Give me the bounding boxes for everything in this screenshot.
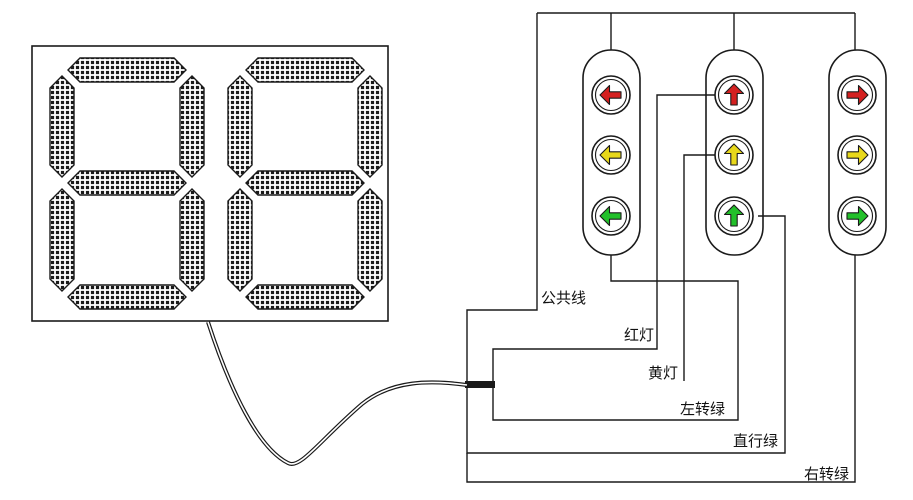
wire-red [492, 94, 715, 381]
arrow-left-icon [599, 84, 622, 106]
lamp-straight-green [714, 196, 754, 236]
segment-b [357, 75, 383, 178]
label-right-green: 右转绿 [804, 465, 850, 483]
signal-head-right [828, 49, 887, 256]
lamp-left-red [591, 75, 631, 115]
segment-b [179, 75, 205, 178]
signal-head-straight [705, 49, 764, 256]
arrow-right-icon [846, 144, 869, 166]
segment-f [227, 75, 253, 178]
lamp-right-green [837, 196, 877, 236]
segment-c [357, 188, 383, 292]
lamp-right-red [837, 75, 877, 115]
signal-head-left [582, 49, 641, 256]
wire-common [466, 13, 538, 381]
label-straight-green: 直行绿 [733, 432, 779, 450]
countdown-display [31, 45, 389, 322]
label-left-green: 左转绿 [680, 400, 726, 418]
arrow-left-icon [599, 144, 622, 166]
segment-a [67, 57, 187, 83]
wire-yellow [683, 154, 715, 381]
wire-left-green [492, 255, 739, 421]
lamp-right-yellow [837, 135, 877, 175]
digit-left [49, 57, 205, 310]
label-yellow: 黄灯 [648, 364, 679, 382]
segment-a [245, 57, 365, 83]
segment-c [179, 188, 205, 292]
lamp-straight-yellow [714, 135, 754, 175]
label-common-wire: 公共线 [541, 289, 587, 307]
lamp-left-green [591, 196, 631, 236]
wiring [206, 12, 856, 483]
digit-right [227, 57, 383, 310]
arrow-up-icon [723, 83, 745, 106]
segment-g [245, 170, 365, 196]
arrow-up-icon [723, 204, 745, 227]
lamp-left-yellow [591, 135, 631, 175]
cable-junction [465, 381, 495, 388]
wire-right-green [466, 255, 856, 483]
arrow-left-icon [599, 205, 622, 227]
wire-common-bus [537, 12, 856, 50]
wire-straight-green [466, 215, 786, 454]
arrow-up-icon [723, 143, 745, 166]
segment-e [49, 188, 75, 292]
label-red: 红灯 [624, 326, 655, 344]
arrow-right-icon [846, 205, 869, 227]
segment-f [49, 75, 75, 178]
segment-g [67, 170, 187, 196]
segment-d [67, 284, 187, 310]
arrow-right-icon [846, 84, 869, 106]
segment-e [227, 188, 253, 292]
cable-core [207, 321, 468, 465]
cable [206, 321, 468, 466]
segment-d [245, 284, 365, 310]
lamp-straight-red [714, 75, 754, 115]
